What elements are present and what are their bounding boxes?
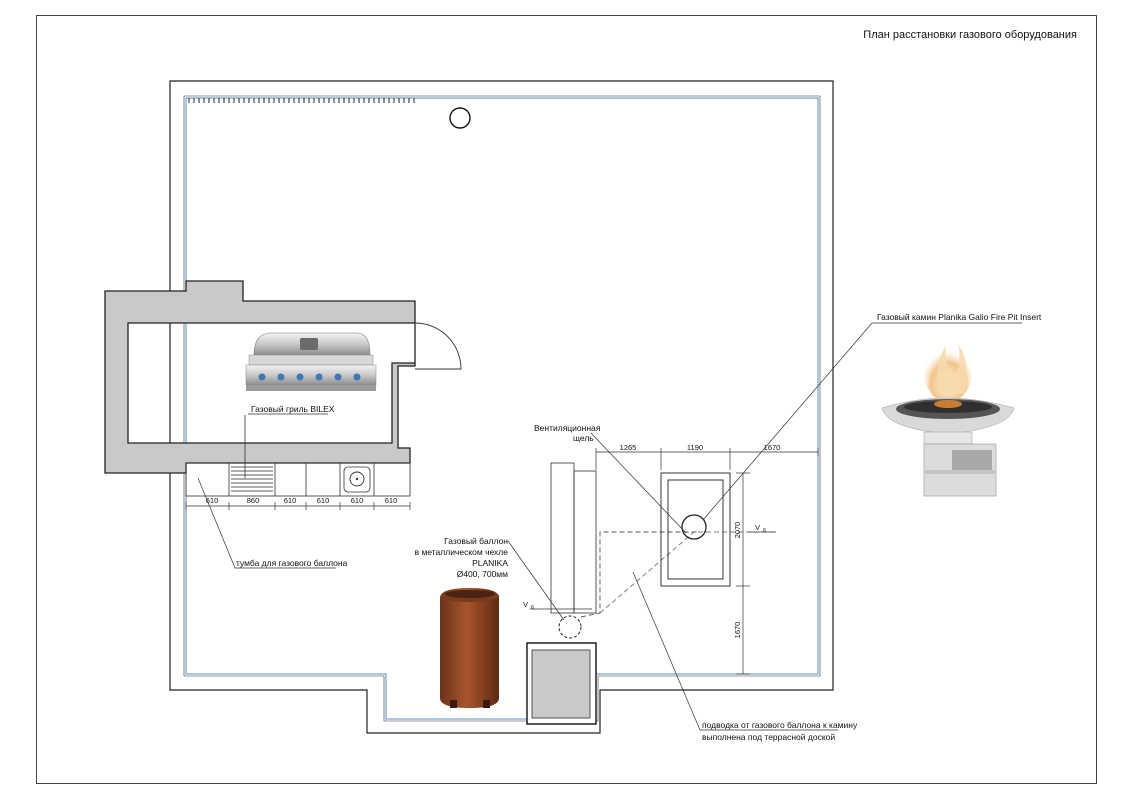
gas-grill-photo: [243, 327, 377, 400]
pipe-label-line2: выполнена под террасной доской: [702, 732, 835, 742]
fire-pit-photo: [881, 342, 1015, 497]
sink-icon: [343, 466, 371, 493]
counter-modules: [185, 462, 411, 497]
level-mark-left-sub: 6: [531, 605, 534, 611]
dim-counter-2: 860: [247, 496, 260, 505]
grill-label: Газовый гриль BILEX: [251, 404, 335, 414]
dim-counter-3: 610: [284, 496, 297, 505]
dim-counter-5: 610: [351, 496, 364, 505]
decking-ticks: [188, 98, 415, 103]
gas-pipe-route: [580, 531, 698, 618]
fireplace-label: Газовый камин Planika Galio Fire Pit Ins…: [877, 312, 1042, 322]
door-swing: [414, 322, 462, 370]
fireplace-leader: [702, 322, 873, 521]
cylinder-label-line3: PLANIKA: [472, 558, 508, 568]
dim-top-2: 1190: [687, 443, 703, 452]
level-mark-right: V: [755, 523, 760, 532]
dim-top-1: 1265: [620, 443, 637, 452]
drawing-title: План расстановки газового оборудования: [863, 29, 1077, 41]
cabinet-label: тумба для газового баллона: [236, 558, 348, 568]
fireplace-plan: [660, 472, 731, 587]
dim-counter-4: 610: [317, 496, 330, 505]
level-mark-left: V: [523, 600, 528, 609]
counter-dimension-line: [185, 502, 411, 510]
cabinet-leader: [197, 477, 236, 569]
drain-hatch-icon: [231, 466, 273, 492]
gas-cylinder-cover-photo: [440, 588, 499, 708]
vent-label-line2: щель: [573, 433, 594, 443]
pipe-label-line1: подводка от газового баллона к камину: [702, 720, 858, 730]
dim-side-2: 1670: [733, 622, 742, 639]
cylinder-label-line2: в металлическом чехле: [415, 547, 509, 557]
vent-label-line1: Вентиляционная: [534, 423, 601, 433]
sheet-frame: [36, 15, 1097, 784]
dim-counter-6: 610: [385, 496, 398, 505]
pipe-leader: [632, 571, 701, 731]
dim-top-3: 1670: [764, 443, 781, 452]
side-dimension-chain: [736, 472, 750, 675]
cylinder-label-line4: Ø400, 700мм: [457, 569, 509, 579]
level-mark-right-sub: 6: [763, 528, 766, 534]
dim-counter-1: 610: [206, 496, 219, 505]
cylinder-leader: [507, 540, 565, 621]
dim-side-1: 2070: [733, 522, 742, 539]
column-circle: [449, 107, 471, 129]
top-dimension-chain: [595, 448, 819, 470]
ventilation-channel: [550, 462, 597, 614]
terrace-outline: [169, 80, 834, 734]
vent-leader: [590, 432, 687, 534]
cylinder-label-line1: Газовый баллон: [444, 536, 508, 546]
cylinder-position-circle: [558, 615, 582, 639]
